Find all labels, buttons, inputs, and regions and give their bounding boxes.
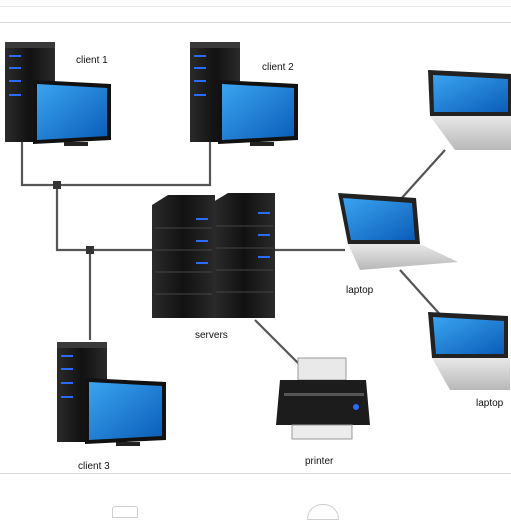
cable-client1 [20, 140, 57, 187]
top-bar [0, 0, 511, 22]
network-cables [20, 140, 446, 366]
client1-workstation [5, 42, 111, 146]
cable-laptop-bottom [399, 269, 446, 321]
client3-label: client 3 [78, 461, 110, 472]
servers-rack [152, 193, 275, 318]
laptop-bottom-label: laptop [476, 398, 504, 409]
client1-label: client 1 [76, 55, 108, 66]
cable-hub [55, 185, 155, 252]
laptop-middle [338, 193, 458, 270]
servers-label: servers [195, 330, 228, 341]
laptop-bottom [428, 312, 510, 390]
printer-device [276, 357, 370, 440]
client2-label: client 2 [262, 62, 294, 73]
client2-workstation [190, 42, 298, 146]
cable-laptop-top [399, 149, 446, 201]
diagram-frame [0, 22, 511, 474]
bottom-left-control-icon[interactable] [112, 506, 138, 518]
client3-workstation [57, 342, 166, 446]
laptop-middle-label: laptop [346, 285, 374, 296]
printer-label: printer [305, 456, 334, 467]
laptop-top [428, 70, 511, 150]
top-divider [0, 6, 511, 7]
cable-client2 [57, 140, 212, 187]
cable-servers-printer [254, 319, 301, 366]
